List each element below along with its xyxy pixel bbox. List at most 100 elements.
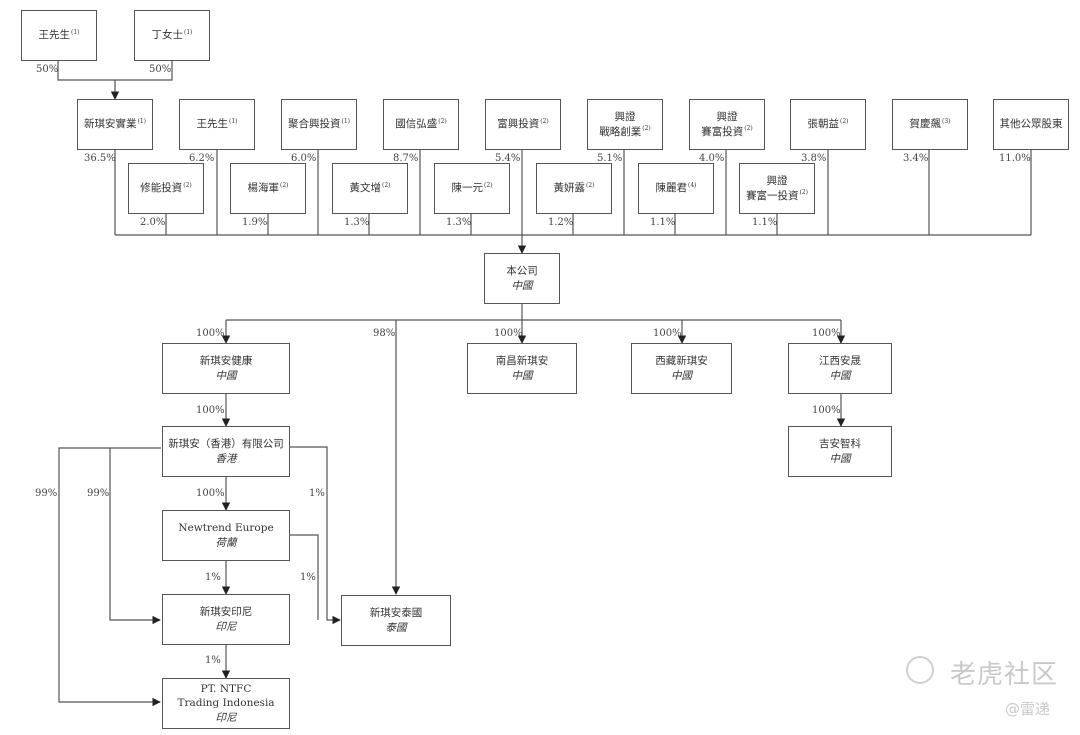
- subsidiary-location: 中國: [829, 452, 851, 465]
- pct-label: 100%: [196, 328, 225, 339]
- shareholder-box-xz-zl[interactable]: 興證 戰略創業(2): [587, 99, 663, 150]
- shareholder-box-public[interactable]: 其他公眾股東: [993, 99, 1069, 150]
- footnote-ref: (1): [184, 28, 193, 36]
- shareholder-box-huangwz[interactable]: 黃文增(2): [332, 163, 408, 214]
- pct-label: 36.5%: [84, 153, 116, 164]
- shareholder-name-line1: 興證: [766, 175, 788, 188]
- subsidiary-name: 江西安晟: [819, 355, 861, 368]
- footnote-ref: (4): [688, 181, 697, 189]
- subsidiary-box-hk[interactable]: 新琪安（香港）有限公司 香港: [162, 426, 290, 477]
- pct-label: 5.1%: [597, 153, 623, 164]
- shareholder-box-xz-sf1[interactable]: 興證 賽富一投資(2): [739, 163, 815, 214]
- owner-name: 王先生: [38, 29, 71, 42]
- pct-label: 99%: [87, 488, 110, 499]
- subsidiary-box-nanchang[interactable]: 南昌新琪安 中國: [467, 343, 577, 394]
- subsidiary-box-ptntfc[interactable]: PT. NTFC Trading Indonesia 印尼: [162, 678, 290, 729]
- shareholder-name: 修能投資: [140, 182, 183, 195]
- footnote-ref: (2): [382, 181, 391, 189]
- subsidiary-name: 吉安智科: [819, 438, 861, 451]
- shareholder-box-wang2[interactable]: 王先生(1): [179, 99, 255, 150]
- shareholder-box-chenlj[interactable]: 陳麗君(4): [638, 163, 714, 214]
- pct-label: 98%: [373, 328, 396, 339]
- subsidiary-box-indo[interactable]: 新琪安印尼 印尼: [162, 594, 290, 645]
- shareholder-name: 賀慶飆: [909, 118, 942, 131]
- pct-label: 1%: [205, 655, 221, 666]
- shareholder-box-he[interactable]: 賀慶飆(3): [892, 99, 968, 150]
- subsidiary-location: 印尼: [215, 711, 237, 724]
- shareholder-box-zhang[interactable]: 張朝益(2): [790, 99, 866, 150]
- pct-label: 4.0%: [699, 153, 725, 164]
- pct-label: 1.1%: [752, 217, 778, 228]
- shareholder-box-huangyl[interactable]: 黃妍露(2): [536, 163, 612, 214]
- shareholder-box-chenyy[interactable]: 陳一元(2): [434, 163, 510, 214]
- pct-label: 1.9%: [242, 217, 268, 228]
- watermark-logo-icon: [906, 656, 934, 684]
- shareholder-box-xz-sf[interactable]: 興證 賽富投資(2): [689, 99, 765, 150]
- shareholder-name: 楊海軍: [247, 182, 280, 195]
- subsidiary-box-health[interactable]: 新琪安健康 中國: [162, 343, 290, 394]
- subsidiary-box-thai[interactable]: 新琪安泰國 泰國: [341, 595, 451, 646]
- owner-box-ding[interactable]: 丁女士(1): [134, 10, 210, 61]
- subsidiary-box-tibet[interactable]: 西藏新琪安 中國: [631, 343, 732, 394]
- subsidiary-name: 南昌新琪安: [495, 355, 549, 368]
- subsidiary-name: 新琪安泰國: [369, 607, 423, 620]
- footnote-ref: (1): [229, 117, 238, 125]
- shareholder-name-line2: 賽富投資: [701, 125, 744, 138]
- subsidiary-location: 泰國: [385, 621, 407, 634]
- footnote-ref: (2): [280, 181, 289, 189]
- shareholder-name-line1: 興證: [614, 111, 636, 124]
- pct-label: 100%: [494, 328, 523, 339]
- subsidiary-name: Newtrend Europe: [178, 522, 274, 535]
- shareholder-name: 富興投資: [497, 118, 540, 131]
- subsidiary-location: 中國: [511, 369, 533, 382]
- shareholder-box-xqa-shiye[interactable]: 新琪安實業(1): [77, 99, 153, 150]
- footnote-ref: (1): [137, 117, 147, 125]
- subsidiary-name: 新琪安（香港）有限公司: [168, 438, 284, 451]
- company-box[interactable]: 本公司 中國: [484, 253, 560, 304]
- pct-label: 100%: [812, 328, 841, 339]
- owner-name: 丁女士: [151, 29, 184, 42]
- pct-label: 1.3%: [446, 217, 472, 228]
- shareholder-name: 陳麗君: [655, 182, 688, 195]
- subsidiary-location: 中國: [215, 369, 237, 382]
- subsidiary-name: 新琪安健康: [199, 355, 253, 368]
- footnote-ref: (2): [540, 117, 549, 125]
- footnote-ref: (2): [799, 189, 809, 196]
- pct-label: 1%: [309, 488, 325, 499]
- pct-label: 1%: [205, 572, 221, 583]
- pct-label: 100%: [653, 328, 682, 339]
- shareholder-box-fuxing[interactable]: 富興投資(2): [485, 99, 561, 150]
- watermark-author: @雷递: [1005, 700, 1051, 718]
- subsidiary-location: 香港: [215, 452, 237, 465]
- shareholder-box-juhexing[interactable]: 聚合興投資(1): [281, 99, 357, 150]
- owner-box-wang[interactable]: 王先生(1): [21, 10, 97, 61]
- subsidiary-box-jian[interactable]: 吉安智科 中國: [788, 426, 892, 477]
- shareholder-name: 國信弘盛: [395, 118, 438, 131]
- pct-label: 1.1%: [650, 217, 676, 228]
- subsidiary-name-line1: PT. NTFC: [200, 683, 252, 696]
- pct-label: 1.3%: [344, 217, 370, 228]
- subsidiary-location: 中國: [829, 369, 851, 382]
- shareholder-name: 新琪安實業: [84, 118, 137, 131]
- pct-label: 99%: [35, 488, 58, 499]
- shareholder-box-xiuneng[interactable]: 修能投資(2): [128, 163, 204, 214]
- pct-label: 11.0%: [999, 153, 1031, 164]
- subsidiary-name: 西藏新琪安: [655, 355, 708, 368]
- shareholder-name: 聚合興投資: [288, 118, 341, 131]
- subsidiary-location: 印尼: [215, 620, 237, 633]
- shareholder-name: 黃文增: [349, 182, 382, 195]
- footnote-ref: (2): [642, 125, 651, 132]
- shareholder-box-yang[interactable]: 楊海軍(2): [230, 163, 306, 214]
- subsidiary-box-europe[interactable]: Newtrend Europe 荷蘭: [162, 510, 290, 561]
- pct-label: 50%: [149, 64, 172, 75]
- pct-label: 5.4%: [495, 153, 521, 164]
- footnote-ref: (2): [840, 117, 849, 125]
- pct-label: 2.0%: [140, 217, 166, 228]
- shareholder-box-guoxin[interactable]: 國信弘盛(2): [383, 99, 459, 150]
- subsidiary-location: 荷蘭: [215, 536, 237, 549]
- pct-label: 3.4%: [903, 153, 929, 164]
- footnote-ref: (2): [438, 117, 447, 125]
- shareholder-name: 其他公眾股東: [999, 118, 1063, 131]
- subsidiary-box-jiangxi[interactable]: 江西安晟 中國: [788, 343, 892, 394]
